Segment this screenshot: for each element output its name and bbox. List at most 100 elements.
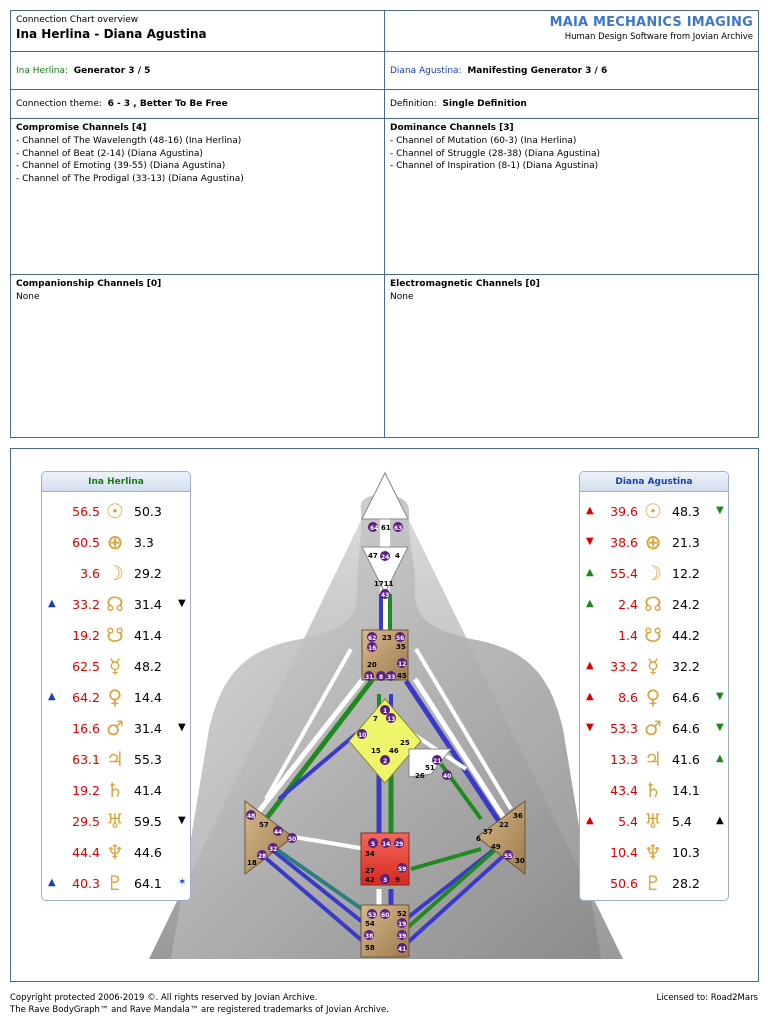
left-arrow: ▲ xyxy=(48,877,56,888)
theme-cell: Connection theme: 6 - 3 , Better To Be F… xyxy=(11,90,384,118)
person2-type-cell: Diana Agustina: Manifesting Generator 3 … xyxy=(384,52,758,89)
personality-value: 48.2 xyxy=(134,659,162,674)
design-value: 16.6 xyxy=(72,721,100,736)
planet-icon: ☋ xyxy=(106,623,124,647)
planet-icon: ♄ xyxy=(106,778,124,802)
left-arrow: ▲ xyxy=(48,691,56,702)
ajna-center xyxy=(361,546,409,595)
svg-text:14: 14 xyxy=(382,841,390,848)
list-item: - Channel of The Prodigal (33-13) (Diana… xyxy=(16,173,244,184)
copyright-line-2: The Rave BodyGraph™ and Rave Mandala™ ar… xyxy=(10,1005,389,1015)
planet-icon: ♅ xyxy=(106,809,124,833)
planet-icon: ♃ xyxy=(106,747,124,771)
planet-row: ▲33.2☿32.2 xyxy=(580,653,730,681)
svg-text:58: 58 xyxy=(365,944,375,952)
personality-value: 41.6 xyxy=(672,752,700,767)
svg-text:22: 22 xyxy=(499,821,509,829)
connection-table: Connection Chart overview Ina Herlina - … xyxy=(10,10,759,438)
design-value: 39.6 xyxy=(610,504,638,519)
svg-text:29: 29 xyxy=(395,841,403,848)
personality-value: 31.4 xyxy=(134,721,162,736)
personality-value: 44.2 xyxy=(672,628,700,643)
left-arrow: ▲ xyxy=(586,815,594,826)
personality-value: 31.4 xyxy=(134,597,162,612)
svg-text:26: 26 xyxy=(415,772,425,780)
svg-text:39: 39 xyxy=(398,933,406,940)
personality-value: 41.4 xyxy=(134,783,162,798)
svg-text:51: 51 xyxy=(425,764,435,772)
svg-text:56: 56 xyxy=(396,635,404,642)
planet-icon: ♇ xyxy=(644,871,662,895)
personality-value: 50.3 xyxy=(134,504,162,519)
svg-text:27: 27 xyxy=(365,867,375,875)
planet-row: 50.6♇28.2 xyxy=(580,870,730,898)
list-item: - Channel of Struggle (28-38) (Diana Agu… xyxy=(390,148,601,159)
heart-center xyxy=(408,748,453,778)
solar-plexus-center xyxy=(476,800,526,876)
copyright-line-1: Copyright protected 2006-2019 ©. All rig… xyxy=(10,993,318,1003)
overview-label: Connection Chart overview xyxy=(16,15,139,25)
right-arrow: ▼ xyxy=(178,722,186,733)
planet-row: ▲64.2♀14.4 xyxy=(42,684,192,712)
personality-value: 14.4 xyxy=(134,690,162,705)
right-arrow: ▲ xyxy=(716,753,724,764)
personality-value: 44.6 xyxy=(134,845,162,860)
design-value: 5.4 xyxy=(618,814,638,829)
svg-text:12: 12 xyxy=(398,661,406,668)
personality-value: 24.2 xyxy=(672,597,700,612)
brand-logo: MAIA MECHANICS IMAGING xyxy=(549,15,753,30)
planet-row: 44.4♆44.6 xyxy=(42,839,192,867)
svg-text:13: 13 xyxy=(387,716,395,723)
personality-value: 21.3 xyxy=(672,535,700,550)
svg-text:44: 44 xyxy=(274,829,282,836)
personality-value: 29.2 xyxy=(134,566,162,581)
right-arrow: ▼ xyxy=(716,505,724,516)
personality-value: 59.5 xyxy=(134,814,162,829)
planet-row: 63.1♃55.3 xyxy=(42,746,192,774)
design-value: 56.5 xyxy=(72,504,100,519)
planet-row: 29.5♅59.5▼ xyxy=(42,808,192,836)
design-value: 3.6 xyxy=(80,566,100,581)
personality-value: 64.6 xyxy=(672,690,700,705)
svg-text:52: 52 xyxy=(397,910,407,918)
planet-row: ▲2.4☊24.2 xyxy=(580,591,730,619)
personality-value: 32.2 xyxy=(672,659,700,674)
bodygraph-svg: 64 61 63 47 24 4 1711 43 62 23 56 16 35 … xyxy=(149,471,623,959)
person1-type-cell: Ina Herlina: Generator 3 / 5 xyxy=(11,52,384,89)
design-value: 33.2 xyxy=(72,597,100,612)
svg-text:37: 37 xyxy=(483,828,493,836)
definition-value: Single Definition xyxy=(442,99,527,109)
gate-labels: 64 61 63 47 24 4 1711 43 62 23 56 16 35 … xyxy=(246,522,525,953)
svg-text:7: 7 xyxy=(373,715,378,723)
list-item: - Channel of Emoting (39-55) (Diana Agus… xyxy=(16,161,226,171)
svg-text:4: 4 xyxy=(395,552,400,560)
svg-text:9: 9 xyxy=(395,876,400,884)
companionship-cell: Companionship Channels [0] None xyxy=(11,275,384,437)
svg-text:23: 23 xyxy=(382,634,392,642)
planet-row: 43.4♄14.1 xyxy=(580,777,730,805)
electromagnetic-cell: Electromagnetic Channels [0] None xyxy=(384,275,758,437)
person2-name: Diana Agustina: xyxy=(390,65,462,76)
svg-text:28: 28 xyxy=(258,853,266,860)
svg-text:53: 53 xyxy=(368,912,376,919)
electromagnetic-text: None xyxy=(390,292,414,302)
personality-value: 28.2 xyxy=(672,876,700,891)
design-value: 19.2 xyxy=(72,783,100,798)
svg-text:34: 34 xyxy=(365,850,375,858)
planet-icon: ☿ xyxy=(646,654,660,678)
planet-row: ▲55.4☽12.2 xyxy=(580,560,730,588)
design-value: 38.6 xyxy=(610,535,638,550)
planet-row: ▲33.2☊31.4▼ xyxy=(42,591,192,619)
svg-text:16: 16 xyxy=(368,645,376,652)
planet-row: ▼53.3♂64.6▼ xyxy=(580,715,730,743)
planet-icon: ♇ xyxy=(106,871,124,895)
planet-icon: ☊ xyxy=(106,592,124,616)
connection-names: Ina Herlina - Diana Agustina xyxy=(16,27,207,41)
compromise-cell: Compromise Channels [4] - Channel of The… xyxy=(11,119,384,274)
dominance-title: Dominance Channels [3] xyxy=(390,123,514,133)
definition-label: Definition: xyxy=(390,99,437,109)
design-value: 63.1 xyxy=(72,752,100,767)
right-arrow: ▼ xyxy=(716,691,724,702)
planet-icon: ♃ xyxy=(644,747,662,771)
